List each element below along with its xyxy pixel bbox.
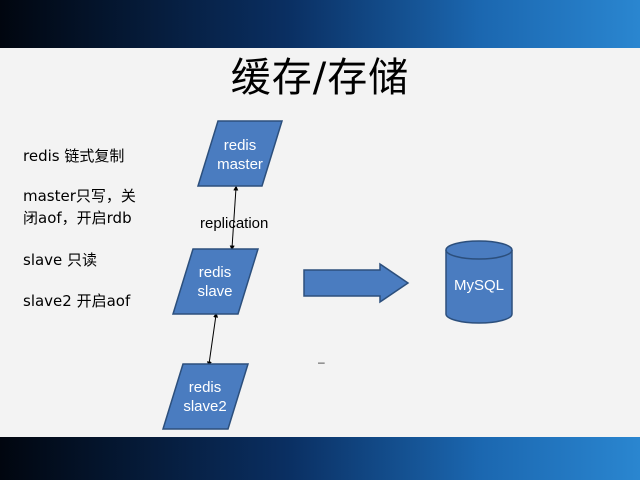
top-decorative-band <box>0 0 640 48</box>
note-slave2: slave2 开启aof <box>23 292 131 310</box>
redis-slave-node <box>171 248 260 315</box>
stray-dash-mark: – <box>318 355 325 369</box>
note-chain-replication: redis 链式复制 <box>23 147 125 165</box>
slide-background <box>0 48 640 437</box>
master-slave-connector <box>229 185 239 251</box>
note-master-line2: 闭aof，开启rdb <box>23 209 132 227</box>
bottom-decorative-band <box>0 437 640 480</box>
redis-slave-label: redis slave <box>197 264 233 300</box>
redis-slave2-node <box>161 363 250 430</box>
mysql-cylinder <box>445 240 513 324</box>
slide-title: 缓存/存储 <box>230 55 410 101</box>
flow-arrow <box>303 262 410 304</box>
redis-master-node <box>196 120 284 187</box>
mysql-label: MySQL <box>453 277 504 294</box>
redis-slave2-label: redis slave2 <box>183 379 227 415</box>
redis-master-label: redis master <box>217 137 263 173</box>
note-master-line1: master只写，关 <box>23 187 136 205</box>
slave-slave2-connector <box>206 312 219 367</box>
note-slave: slave 只读 <box>23 251 98 269</box>
replication-label: replication <box>200 215 269 232</box>
